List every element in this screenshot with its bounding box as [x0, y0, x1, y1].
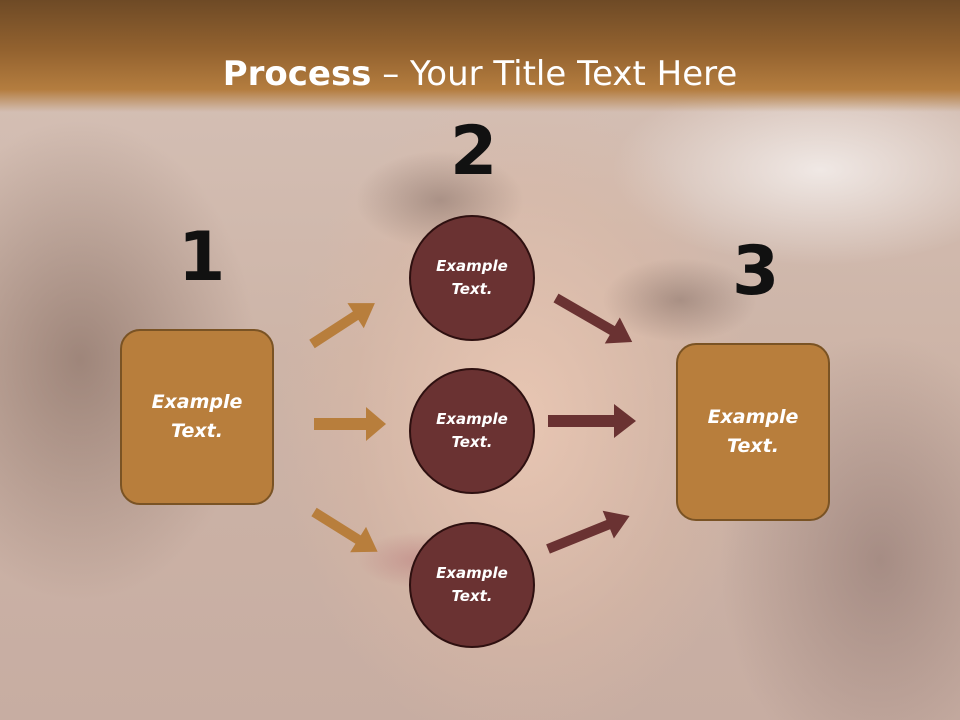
- title-rest: – Your Title Text Here: [371, 54, 738, 94]
- arrow-right-icon: [553, 293, 633, 344]
- step-number-2: 2: [450, 112, 498, 191]
- arrow-right-icon: [548, 404, 636, 438]
- left-arrows: [309, 303, 386, 553]
- arrow-right-icon: [311, 507, 378, 553]
- title-bold: Process: [222, 54, 372, 94]
- circle-middle-label: Example Text.: [436, 410, 508, 451]
- arrow-right-icon: [314, 407, 386, 441]
- left-box-label: Example Text.: [151, 391, 243, 442]
- circle-middle: Example Text.: [409, 368, 535, 494]
- circle-bottom: Example Text.: [409, 522, 535, 648]
- right-box-label: Example Text.: [707, 406, 799, 457]
- circle-top-label: Example Text.: [436, 257, 508, 298]
- circle-top: Example Text.: [409, 215, 535, 341]
- right-arrows: [546, 293, 636, 554]
- step-number-1: 1: [178, 218, 226, 297]
- circle-bottom-label: Example Text.: [436, 564, 508, 605]
- right-box: Example Text.: [676, 343, 830, 521]
- step-number-3: 3: [732, 232, 780, 311]
- title-bar: [0, 0, 960, 112]
- arrow-right-icon: [309, 303, 375, 349]
- left-box: Example Text.: [120, 329, 274, 505]
- arrow-right-icon: [546, 510, 630, 554]
- slide-title: Process – Your Title Text Here: [0, 52, 960, 96]
